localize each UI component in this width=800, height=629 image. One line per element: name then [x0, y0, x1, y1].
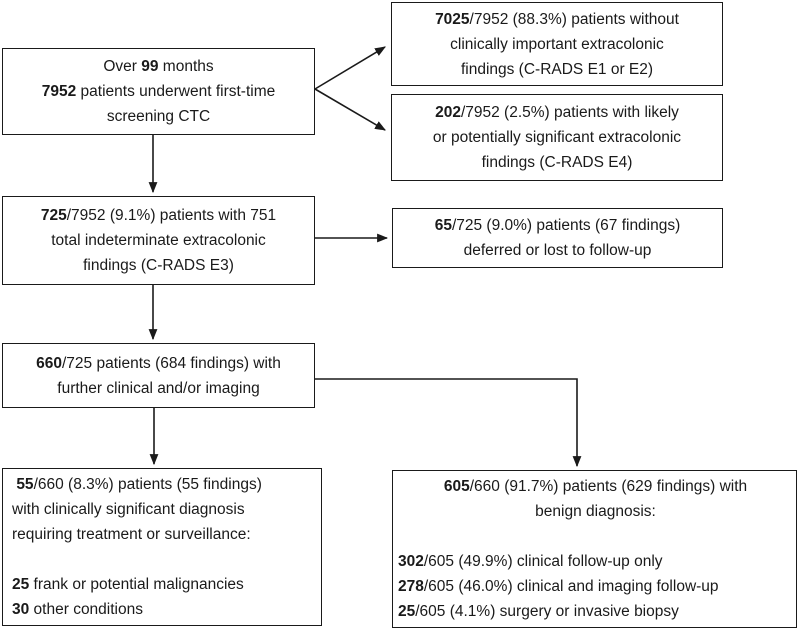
box-likely-significant: 202/7952 (2.5%) patients with likely or p… [391, 94, 723, 181]
text-line: 278/605 (46.0%) clinical and imaging fol… [398, 578, 719, 595]
arrow-screening-to-e4 [314, 88, 386, 131]
box-further-workup: 660/725 patients (684 findings) with furt… [2, 343, 315, 408]
text-line: deferred or lost to follow-up [463, 242, 652, 259]
text-line [12, 547, 318, 572]
text-line [398, 524, 793, 549]
text-line: 25/605 (4.1%) surgery or invasive biopsy [398, 603, 679, 620]
text-line: 302/605 (49.9%) clinical follow-up only [398, 553, 663, 570]
text-line: 30 other conditions [12, 601, 143, 618]
text-line: or potentially significant extracolonic [432, 129, 682, 146]
text-line: 725/7952 (9.1%) patients with 751 [40, 207, 277, 224]
arrow-screening-to-e1e2 [314, 46, 386, 90]
text-line: screening CTC [106, 108, 211, 125]
text-line: benign diagnosis: [535, 503, 656, 520]
text-line: 202/7952 (2.5%) patients with likely [435, 104, 679, 121]
box-deferred: 65/725 (9.0%) patients (67 findings) defe… [392, 208, 723, 268]
text-line: clinically important extracolonic [450, 35, 664, 53]
text-line: total indeterminate extracolonic [51, 232, 266, 249]
text-line: findings (C-RADS E1 or E2) [460, 60, 654, 78]
box-significant-diagnosis: 55/660 (8.3%) patients (55 findings) with… [2, 468, 322, 626]
text-line: requiring treatment or surveillance: [12, 526, 251, 543]
box-no-important-findings: 7025/7952 (88.3%) patients without clinic… [391, 2, 723, 86]
text-line: 605/660 (91.7%) patients (629 findings) … [443, 478, 748, 495]
box-benign-diagnosis: 605/660 (91.7%) patients (629 findings) … [392, 470, 797, 628]
arrow-further-workup-to-benign [315, 378, 582, 468]
text-line: 25 frank or potential malignancies [12, 576, 244, 593]
text-line: Over 99 months [103, 58, 214, 75]
text-line: findings (C-RADS E3) [83, 257, 234, 274]
text-line: findings (C-RADS E4) [481, 154, 633, 171]
text-line: 65/725 (9.0%) patients (67 findings) [434, 217, 681, 234]
text-line: 55/660 (8.3%) patients (55 findings) [16, 476, 262, 493]
text-line: 7952 patients underwent first-time [41, 83, 276, 100]
text-line: with clinically significant diagnosis [12, 501, 245, 518]
box-screening: Over 99 months 7952 patients underwent fi… [2, 48, 315, 135]
text-line: 660/725 patients (684 findings) with [36, 354, 281, 372]
text-line: further clinical and/or imaging [57, 379, 260, 397]
text-line: 7025/7952 (88.3%) patients without [435, 10, 679, 28]
box-indeterminate: 725/7952 (9.1%) patients with 751 total i… [2, 196, 315, 285]
